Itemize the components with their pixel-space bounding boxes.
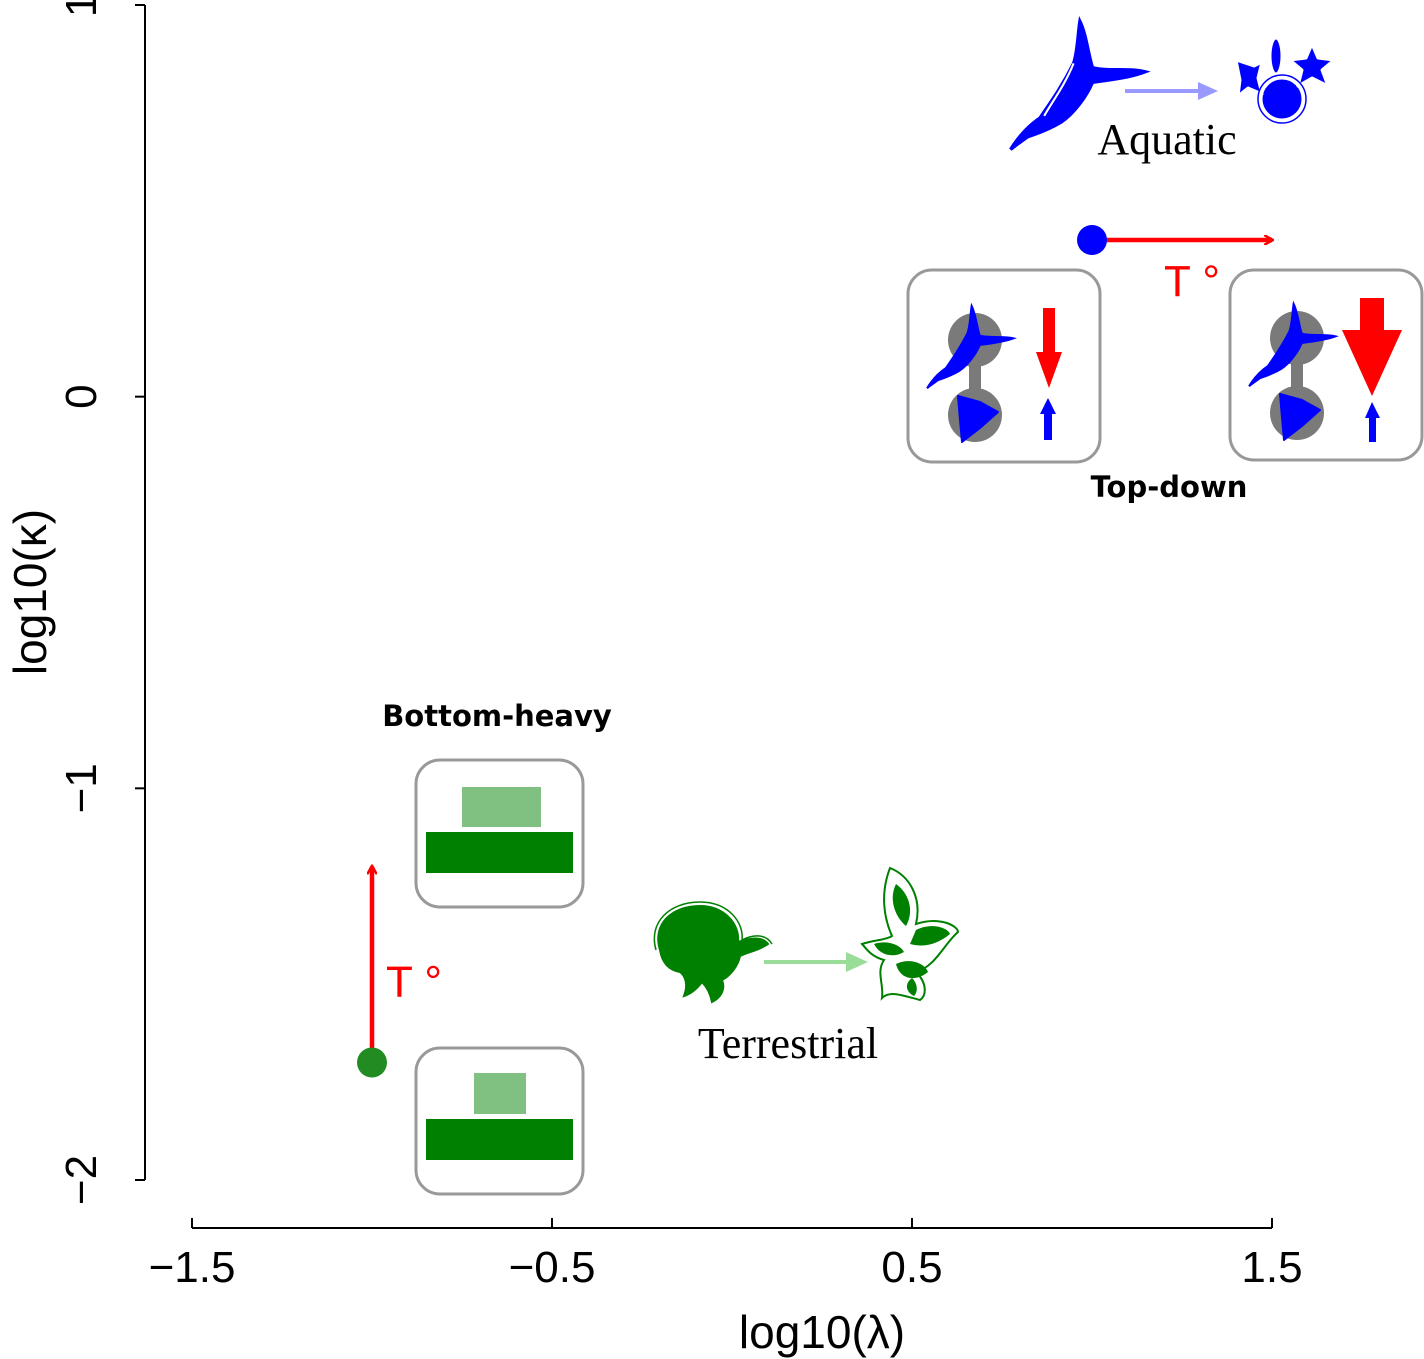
warming-arrows: T ° T ° [372, 240, 1272, 1063]
terrestrial-food-arrowhead [846, 952, 868, 972]
phytoplankton-icon [957, 395, 999, 443]
temperature-label: T ° [386, 958, 442, 1007]
aquatic-point [1077, 225, 1107, 255]
x-tick-label: −1.5 [149, 1243, 236, 1292]
phytoplankton-icon [1234, 36, 1336, 124]
top-down-panel-right [1228, 268, 1424, 462]
top-down-label: Top-down [1091, 470, 1248, 504]
aquatic-group: Aquatic [1008, 19, 1336, 164]
x-axis: −1.5 −0.5 0.5 1.5 [149, 1218, 1303, 1292]
terrestrial-point [357, 1047, 387, 1078]
phytoplankton-icon [1279, 393, 1321, 441]
bottom-heavy-label: Bottom-heavy [382, 699, 612, 733]
x-tick-label: −0.5 [509, 1243, 596, 1292]
mite-icon [653, 901, 773, 1004]
top-down-panel-left [906, 268, 1102, 464]
y-axis-title: log10(κ) [4, 509, 56, 675]
y-axis: −2 −1 0 1 [57, 0, 146, 1205]
y-tick-label: −1 [57, 763, 106, 813]
aquatic-food-arrowhead [1198, 82, 1218, 100]
x-tick-label: 1.5 [1241, 1243, 1302, 1292]
aquatic-label: Aquatic [1097, 115, 1236, 164]
system-points [357, 225, 1107, 1078]
leaf-icon [860, 866, 960, 1002]
x-tick-label: 0.5 [881, 1243, 942, 1292]
y-tick-label: 1 [57, 0, 106, 17]
y-tick-label: 0 [57, 384, 106, 408]
terrestrial-group: Terrestrial [653, 866, 960, 1068]
terrestrial-label: Terrestrial [698, 1019, 878, 1068]
copepod-icon [1008, 19, 1147, 152]
y-tick-label: −2 [57, 1155, 106, 1205]
bottom-heavy-panel-upper [414, 758, 585, 909]
temperature-label: T ° [1164, 257, 1220, 306]
x-axis-title: log10(λ) [739, 1306, 905, 1358]
bottom-heavy-panel-lower [414, 1046, 585, 1196]
